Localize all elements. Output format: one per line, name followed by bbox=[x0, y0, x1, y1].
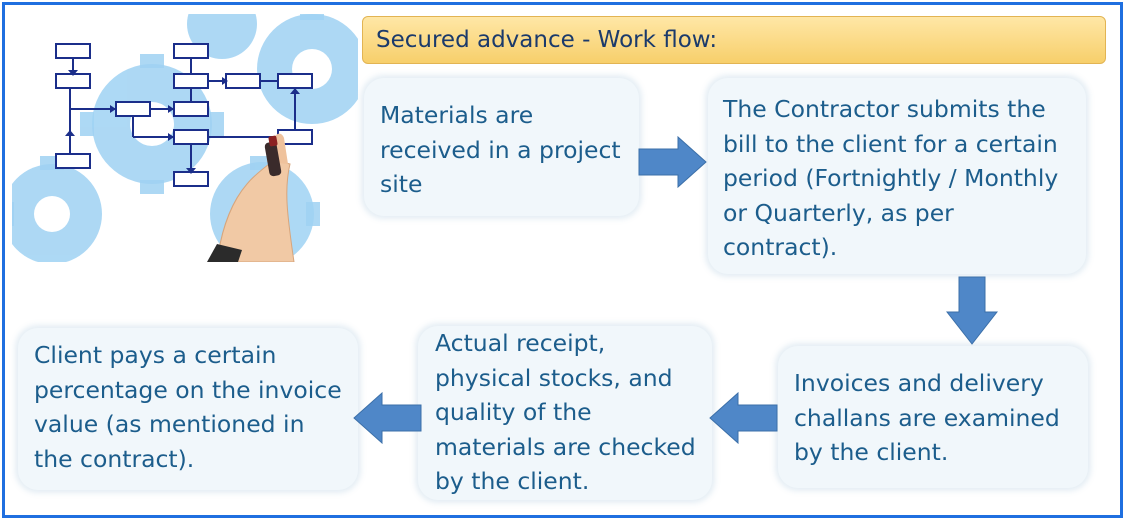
step-text-line: the contract). bbox=[34, 444, 195, 473]
step-text-line: bill to the client for a certain bbox=[723, 129, 1058, 158]
step-materials-received: Materials are received in a project site bbox=[364, 78, 639, 216]
left-arrow-icon bbox=[709, 392, 778, 444]
step-text-line: physical stocks, and bbox=[435, 363, 673, 392]
step-text-line: Materials are bbox=[380, 101, 534, 129]
step-text-line: or Quarterly, as per bbox=[723, 198, 954, 227]
step-text-line: Client pays a certain bbox=[34, 341, 277, 369]
step-text-line: Invoices and delivery bbox=[794, 369, 1044, 397]
right-arrow-icon bbox=[638, 136, 707, 188]
step-text-line: site bbox=[380, 170, 423, 198]
down-arrow-icon bbox=[946, 276, 998, 345]
step-text-line: materials are checked bbox=[435, 432, 696, 461]
step-text-line: by the client. bbox=[435, 467, 590, 495]
step-invoices-examined: Invoices and delivery challans are exami… bbox=[778, 346, 1088, 488]
step-client-pays: Client pays a certain percentage on the … bbox=[18, 328, 358, 490]
step-text-line: Actual receipt, bbox=[435, 329, 606, 357]
left-arrow-icon bbox=[353, 392, 422, 444]
step-text-line: value (as mentioned in bbox=[34, 410, 305, 438]
step-contractor-submits-bill: The Contractor submits the bill to the c… bbox=[708, 78, 1086, 274]
step-text-line: The Contractor submits the bbox=[723, 95, 1046, 123]
step-text-line: received in a project bbox=[380, 135, 621, 164]
step-text-line: by the client. bbox=[794, 438, 949, 466]
step-receipt-checked: Actual receipt, physical stocks, and qua… bbox=[418, 326, 712, 500]
step-text-line: percentage on the invoice bbox=[34, 375, 342, 404]
step-text-line: period (Fortnightly / Monthly bbox=[723, 164, 1059, 192]
workflow-title-banner: Secured advance - Work flow: bbox=[362, 16, 1106, 64]
workflow-title: Secured advance - Work flow: bbox=[376, 27, 718, 53]
step-text-line: contract). bbox=[723, 233, 838, 261]
step-text-line: challans are examined bbox=[794, 403, 1060, 432]
flowchart-illustration bbox=[12, 14, 358, 262]
step-text-line: quality of the bbox=[435, 398, 592, 426]
